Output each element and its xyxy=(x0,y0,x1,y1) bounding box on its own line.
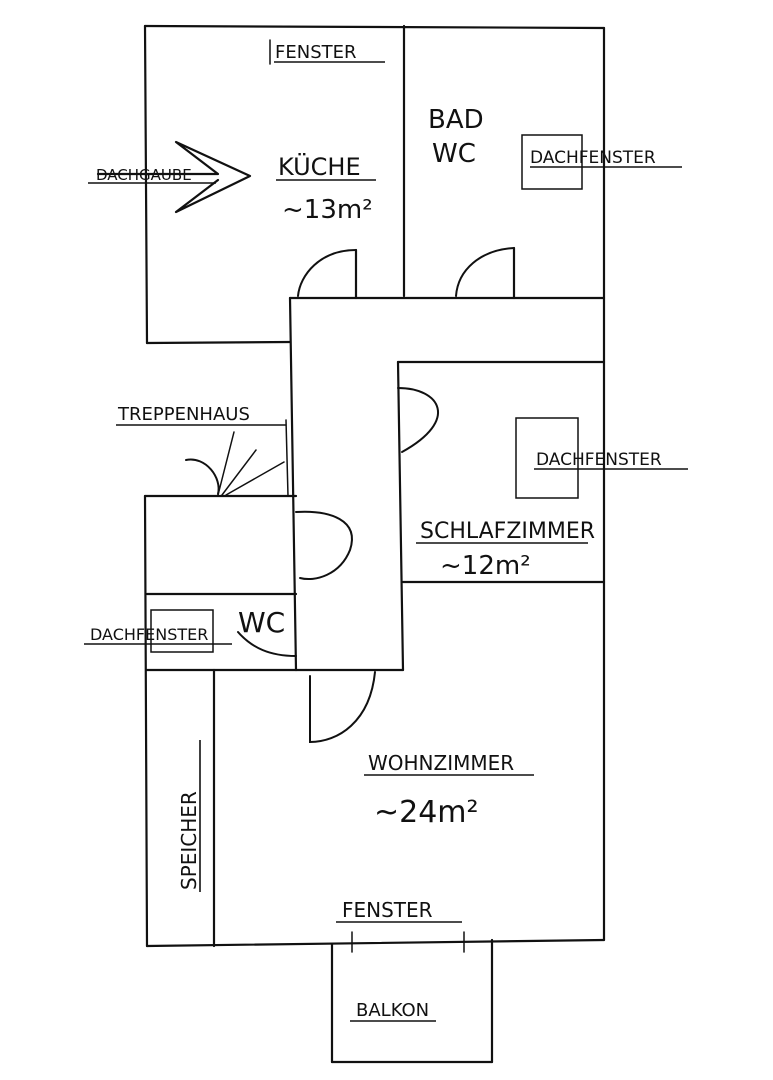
label-speicher: SPEICHER xyxy=(177,791,201,890)
walls xyxy=(143,24,606,1064)
label-kueche: KÜCHE xyxy=(278,152,361,181)
label-fenster-bottom: FENSTER xyxy=(342,898,433,922)
label-dachfenster-wc: DACHFENSTER xyxy=(90,625,208,644)
label-dachfenster-bath: DACHFENSTER xyxy=(530,148,656,168)
label-schlafzimmer-area: ~12m² xyxy=(440,551,531,581)
labels: FENSTER BAD WC DACHFENSTER DACHGAUBE KÜC… xyxy=(84,42,688,1022)
skylight-bath xyxy=(521,134,583,190)
label-wc-bad: WC xyxy=(432,139,476,169)
label-schlafzimmer: SCHLAFZIMMER xyxy=(420,519,595,544)
label-dachgaube: DACHGAUBE xyxy=(96,166,192,184)
skylight-wc xyxy=(150,609,214,653)
label-wc-small: WC xyxy=(238,606,285,639)
label-dachfenster-bedroom: DACHFENSTER xyxy=(536,450,662,470)
label-wohnzimmer-area: ~24m² xyxy=(374,795,479,830)
label-wohnzimmer: WOHNZIMMER xyxy=(368,751,514,775)
dachgaube-arrow xyxy=(96,140,252,214)
doors xyxy=(185,247,515,744)
label-treppenhaus: TREPPENHAUS xyxy=(117,404,250,425)
windows xyxy=(150,39,583,953)
label-fenster-top: FENSTER xyxy=(275,42,357,63)
label-balkon: BALKON xyxy=(356,1000,429,1021)
skylight-bedroom xyxy=(515,417,579,499)
label-bad: BAD xyxy=(428,105,484,135)
label-kueche-area: ~13m² xyxy=(282,195,373,225)
